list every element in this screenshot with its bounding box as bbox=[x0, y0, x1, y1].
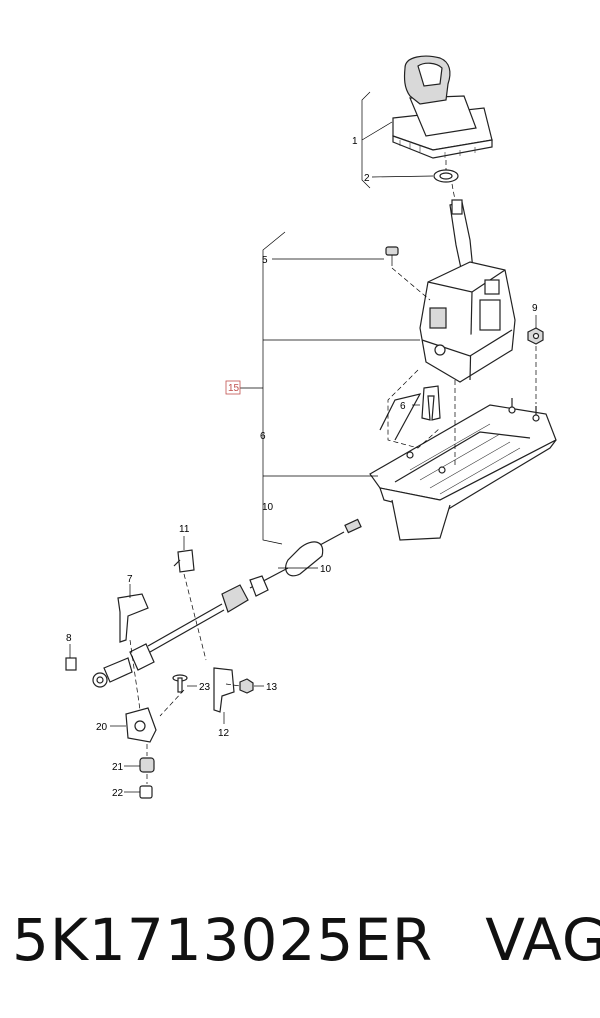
callout-6b: 6 bbox=[400, 401, 406, 412]
callout-labels: 1 2 5 15 6 6 9 10 10 11 7 8 23 13 12 20 … bbox=[66, 136, 538, 799]
boot-clip bbox=[433, 169, 459, 183]
callout-21: 21 bbox=[112, 762, 124, 773]
callout-23: 23 bbox=[199, 682, 211, 693]
callout-22: 22 bbox=[112, 788, 124, 799]
selector-cable bbox=[92, 518, 362, 688]
callout-20: 20 bbox=[96, 722, 108, 733]
callout-11: 11 bbox=[179, 524, 190, 535]
retainer-7 bbox=[117, 593, 149, 643]
callout-15: 15 bbox=[228, 383, 240, 394]
callout-13: 13 bbox=[266, 682, 278, 693]
callout-12: 12 bbox=[218, 728, 230, 739]
callout-1: 1 bbox=[352, 136, 358, 147]
spring-clip-6 bbox=[421, 385, 441, 421]
bush-21 bbox=[139, 757, 155, 773]
brand-name: VAG bbox=[485, 906, 600, 974]
selector-mechanism bbox=[419, 261, 516, 383]
callout-5: 5 bbox=[262, 255, 268, 266]
part-number: 5K1713025ER bbox=[12, 906, 434, 974]
callout-2: 2 bbox=[364, 173, 370, 184]
base-housing bbox=[369, 393, 557, 541]
bracket-12 bbox=[213, 667, 235, 713]
callout-7: 7 bbox=[127, 574, 133, 585]
clip-11 bbox=[173, 549, 195, 573]
bush-22 bbox=[139, 785, 153, 799]
clip-8 bbox=[65, 657, 77, 671]
callout-9: 9 bbox=[532, 303, 538, 314]
leader-lines bbox=[69, 91, 434, 793]
nut-13 bbox=[239, 678, 254, 694]
callout-8: 8 bbox=[66, 633, 72, 644]
callout-10a: 10 bbox=[262, 502, 274, 513]
dashed-assembly-lines bbox=[129, 160, 537, 784]
bracket-20 bbox=[125, 707, 157, 743]
bolt-5 bbox=[385, 246, 399, 266]
callout-10b: 10 bbox=[320, 564, 332, 575]
exploded-parts-diagram: 1 2 5 15 6 6 9 10 10 11 7 8 23 13 12 20 … bbox=[65, 55, 557, 799]
screw-23 bbox=[172, 674, 188, 693]
nut-9 bbox=[527, 315, 544, 345]
caption-bar: 5K1713025ER VAG bbox=[0, 895, 600, 985]
gear-knob-assembly bbox=[392, 55, 493, 159]
callout-6a: 6 bbox=[260, 431, 266, 442]
